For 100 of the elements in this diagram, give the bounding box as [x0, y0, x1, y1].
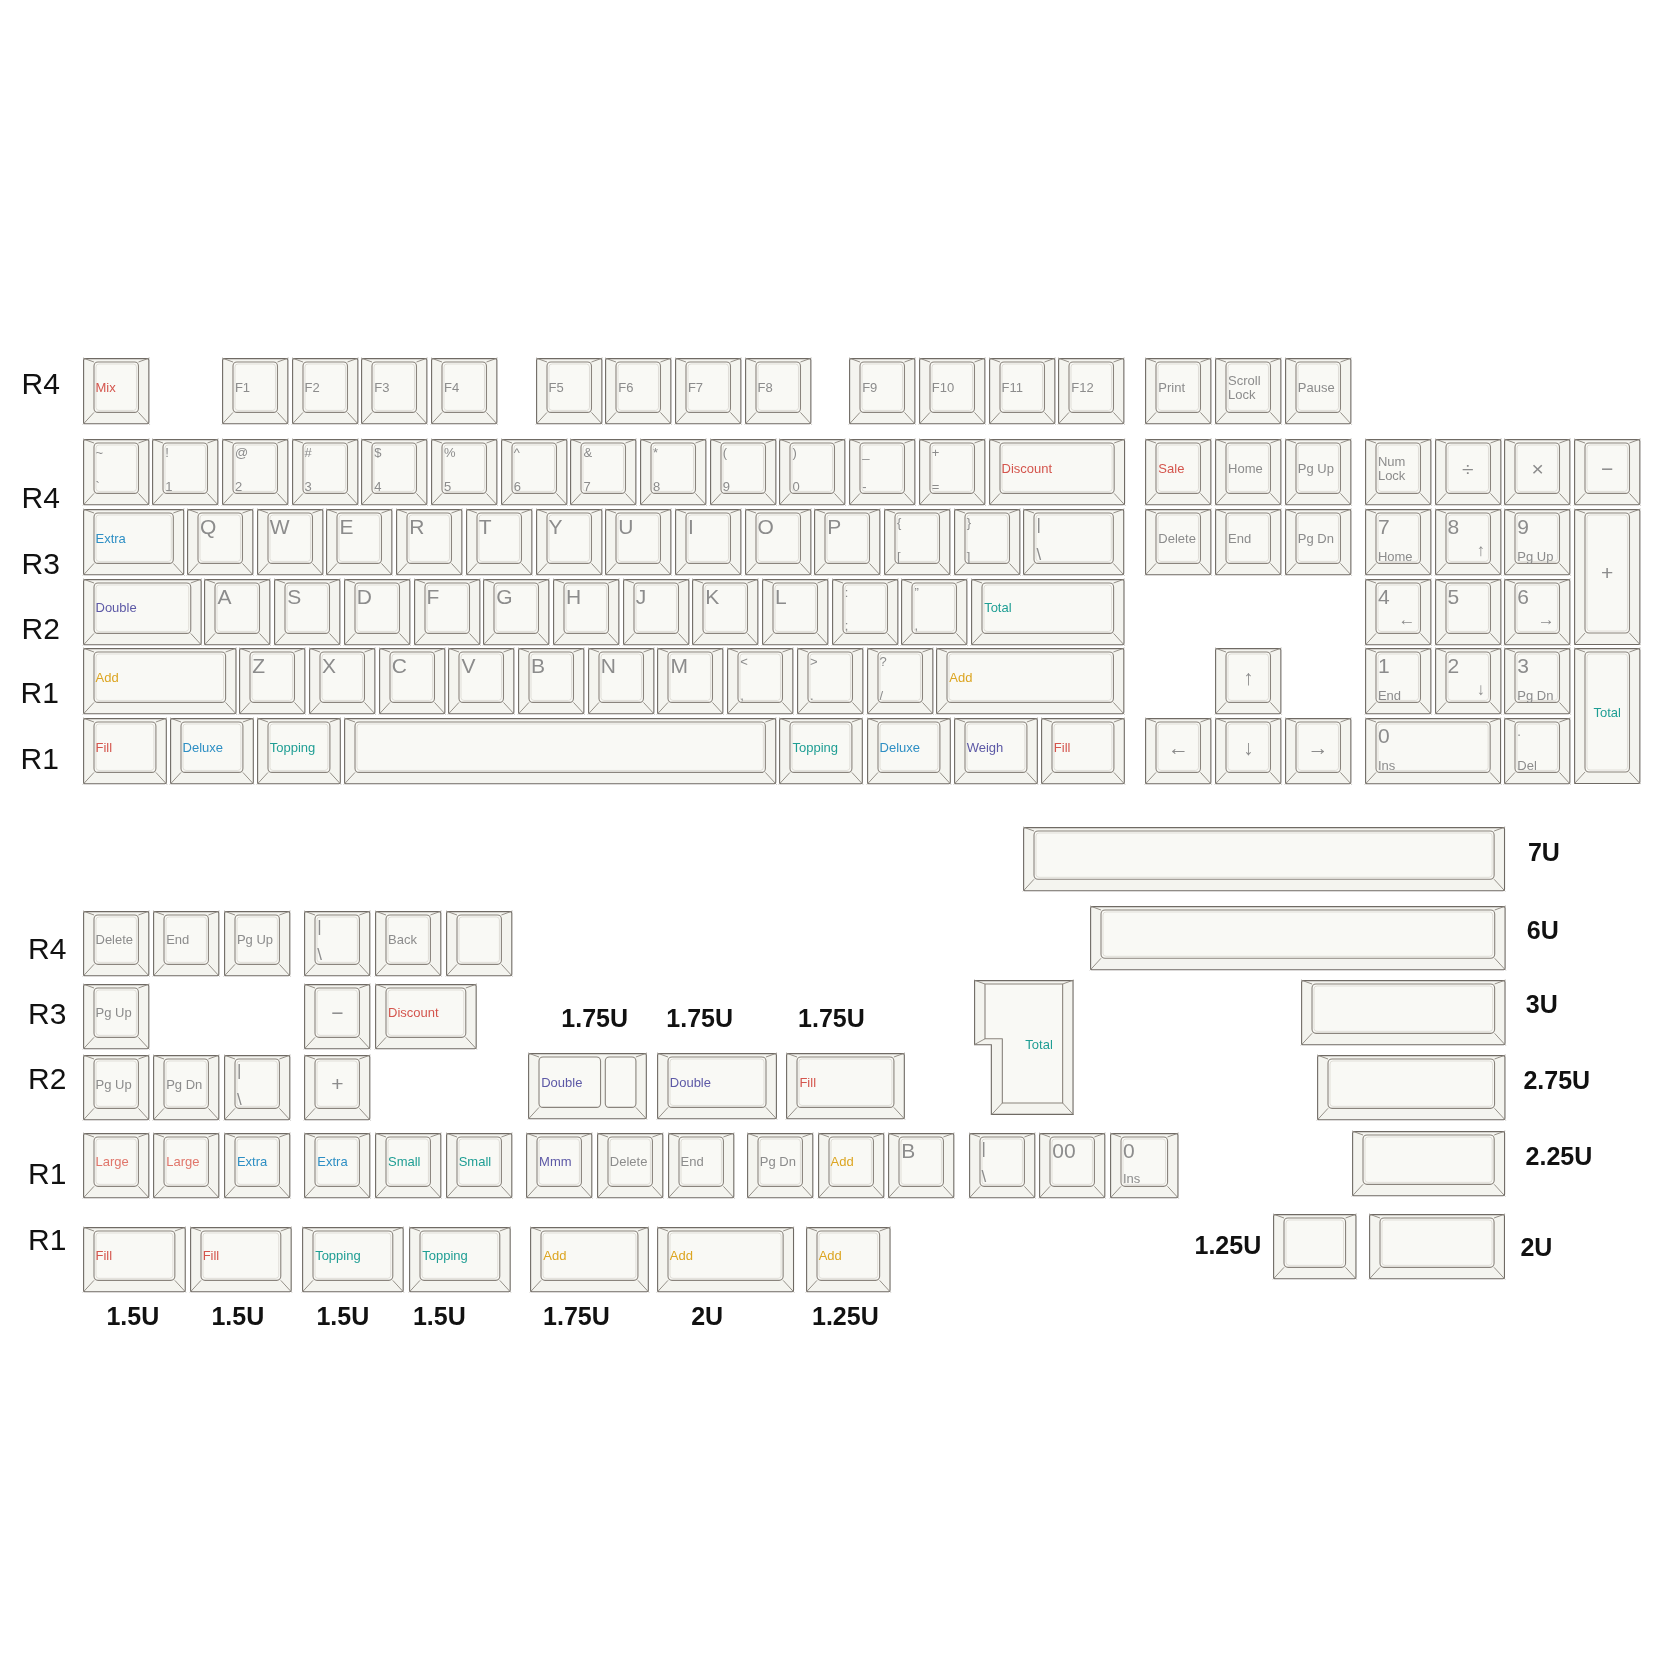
- key-legend: F1: [234, 380, 251, 395]
- key-legend: ←: [1398, 611, 1416, 629]
- key-legend: |: [1036, 515, 1041, 534]
- key-legend: Weigh: [966, 740, 1004, 755]
- key-legend: F9: [862, 380, 878, 395]
- row-label: R1: [27, 1159, 67, 1190]
- key-legend: Double: [541, 1076, 583, 1090]
- key-legend: Ins: [1377, 758, 1396, 773]
- key-legend: M: [670, 655, 688, 678]
- key-legend: 2: [234, 480, 243, 494]
- key-legend: Pg Up: [95, 1077, 132, 1092]
- size-label: 1.75U: [543, 1303, 610, 1329]
- key-legend: Fill: [202, 1249, 220, 1263]
- key-legend: Total: [1593, 705, 1621, 720]
- key-legend: 9: [1517, 515, 1529, 538]
- key-legend: _: [862, 446, 870, 460]
- key-legend: J: [635, 585, 647, 608]
- key-legend: −: [1601, 457, 1614, 480]
- key-legend: Home: [1228, 462, 1263, 476]
- key-legend: 5: [443, 480, 452, 494]
- row-label: R3: [21, 548, 60, 579]
- key-legend: Back: [388, 933, 417, 947]
- key-legend: −: [331, 1001, 344, 1024]
- key-legend: &: [583, 446, 593, 460]
- key-legend: #: [304, 446, 312, 460]
- key-legend: 5: [1447, 585, 1460, 608]
- key-legend: Add: [95, 671, 119, 685]
- key-legend: 1: [165, 480, 173, 494]
- key-legend: Del: [1517, 758, 1537, 773]
- size-label: 2U: [1520, 1234, 1553, 1260]
- key-legend: -: [862, 480, 867, 494]
- key-legend: Add: [830, 1154, 854, 1169]
- size-label: 6U: [1526, 917, 1559, 943]
- key-legend: Small: [388, 1154, 421, 1169]
- key-legend: Add: [949, 671, 973, 685]
- key-legend: 8: [653, 480, 661, 494]
- key-legend: Home: [1377, 549, 1413, 564]
- key-legend: R: [409, 515, 425, 538]
- key-legend: Fill: [95, 740, 113, 755]
- key-legend: 9: [722, 480, 730, 494]
- key-legend: ~: [95, 446, 104, 460]
- key-legend: F10: [931, 380, 955, 395]
- key-legend: ): [792, 446, 797, 460]
- key-legend: U: [618, 515, 634, 538]
- key-legend: >: [809, 655, 818, 669]
- key-legend: Delete: [1158, 531, 1196, 546]
- key-legend: |: [236, 1062, 242, 1081]
- key-legend: Pg Dn: [759, 1154, 796, 1169]
- key-legend: +: [331, 1073, 344, 1096]
- row-label: R1: [20, 678, 59, 709]
- size-label: 2U: [691, 1303, 724, 1329]
- key-legend: ×: [1531, 457, 1544, 480]
- key-legend: <: [740, 655, 748, 669]
- key-legend: 7: [583, 480, 591, 494]
- key-legend: End: [680, 1154, 704, 1169]
- key-legend: Delete: [95, 933, 134, 947]
- row-label: R4: [21, 483, 60, 514]
- key-legend: Sale: [1158, 462, 1185, 476]
- key-legend: Q: [200, 515, 217, 538]
- key-legend: Discount: [388, 1005, 439, 1020]
- key-legend: %: [443, 446, 456, 460]
- key-legend: C: [391, 655, 407, 678]
- key-legend: Extra: [236, 1154, 268, 1169]
- key-legend: |: [981, 1139, 986, 1158]
- key-legend: Fill: [799, 1076, 817, 1090]
- key-legend: Topping: [792, 740, 838, 755]
- row-label: R2: [27, 1063, 67, 1094]
- key-legend: Pg Dn: [1517, 689, 1554, 703]
- key-legend: Pg Up: [1517, 549, 1554, 564]
- key-legend: /: [879, 689, 884, 703]
- size-label: 1.5U: [316, 1303, 370, 1329]
- size-label: 1.5U: [412, 1303, 466, 1329]
- key-legend: Pg Up: [236, 933, 274, 947]
- key-legend: :: [844, 585, 849, 600]
- key-legend: F6: [618, 380, 634, 395]
- key-legend: Deluxe: [879, 740, 921, 755]
- key-legend: K: [705, 585, 720, 608]
- key-legend: ÷: [1462, 457, 1474, 480]
- key-legend: Z: [252, 655, 266, 678]
- key-legend: ↑: [1243, 666, 1254, 689]
- key-legend: I: [687, 515, 694, 538]
- key-legend: F7: [687, 380, 704, 395]
- key-legend: ,: [914, 619, 919, 633]
- key-legend: F2: [304, 380, 320, 395]
- key-legend: [: [897, 549, 901, 564]
- key-legend: \: [1036, 545, 1042, 564]
- key-legend: End: [1228, 531, 1252, 546]
- row-label: R1: [27, 1224, 67, 1255]
- key-legend: Add: [818, 1249, 842, 1263]
- key-legend: G: [496, 585, 513, 608]
- key-legend: End: [166, 933, 190, 947]
- key-legend: F12: [1071, 380, 1094, 395]
- key-legend: (: [722, 446, 728, 460]
- key-legend: =: [931, 480, 940, 494]
- key-legend: Add: [669, 1249, 693, 1263]
- size-label: 1.25U: [1194, 1232, 1262, 1258]
- key-legend: Scroll Lock: [1228, 373, 1280, 402]
- key-legend: N: [600, 655, 616, 678]
- key-legend: .: [1517, 724, 1521, 739]
- key-legend: ]: [966, 549, 971, 564]
